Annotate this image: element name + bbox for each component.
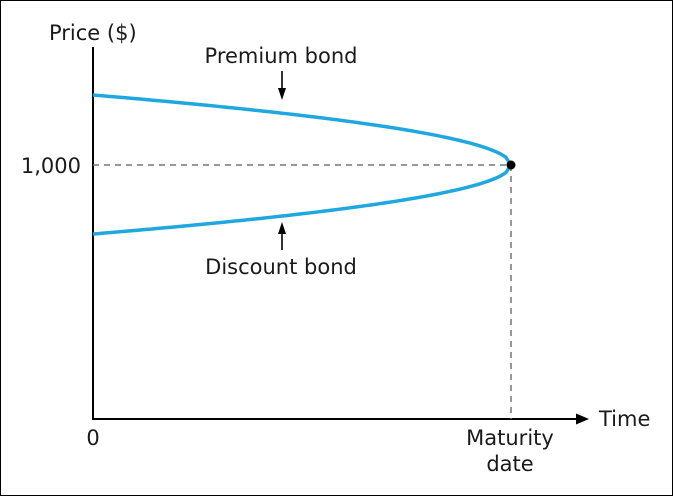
x-maturity-label-line1: Maturity [466, 426, 554, 450]
x-maturity-label-line2: date [486, 452, 533, 476]
y-tick-label-par: 1,000 [21, 154, 81, 178]
x-origin-label: 0 [86, 426, 99, 450]
discount-bond-curve [92, 164, 513, 236]
premium-bond-pointer-head [278, 88, 286, 100]
discount-bond-pointer-head [278, 222, 286, 234]
maturity-point [506, 160, 516, 170]
y-axis-label: Price ($) [49, 21, 137, 45]
premium-bond-label: Premium bond [205, 44, 358, 68]
x-axis-arrowhead [576, 413, 589, 425]
premium-bond-curve [92, 93, 513, 166]
discount-bond-label: Discount bond [205, 255, 357, 279]
x-axis-label: Time [598, 407, 650, 431]
